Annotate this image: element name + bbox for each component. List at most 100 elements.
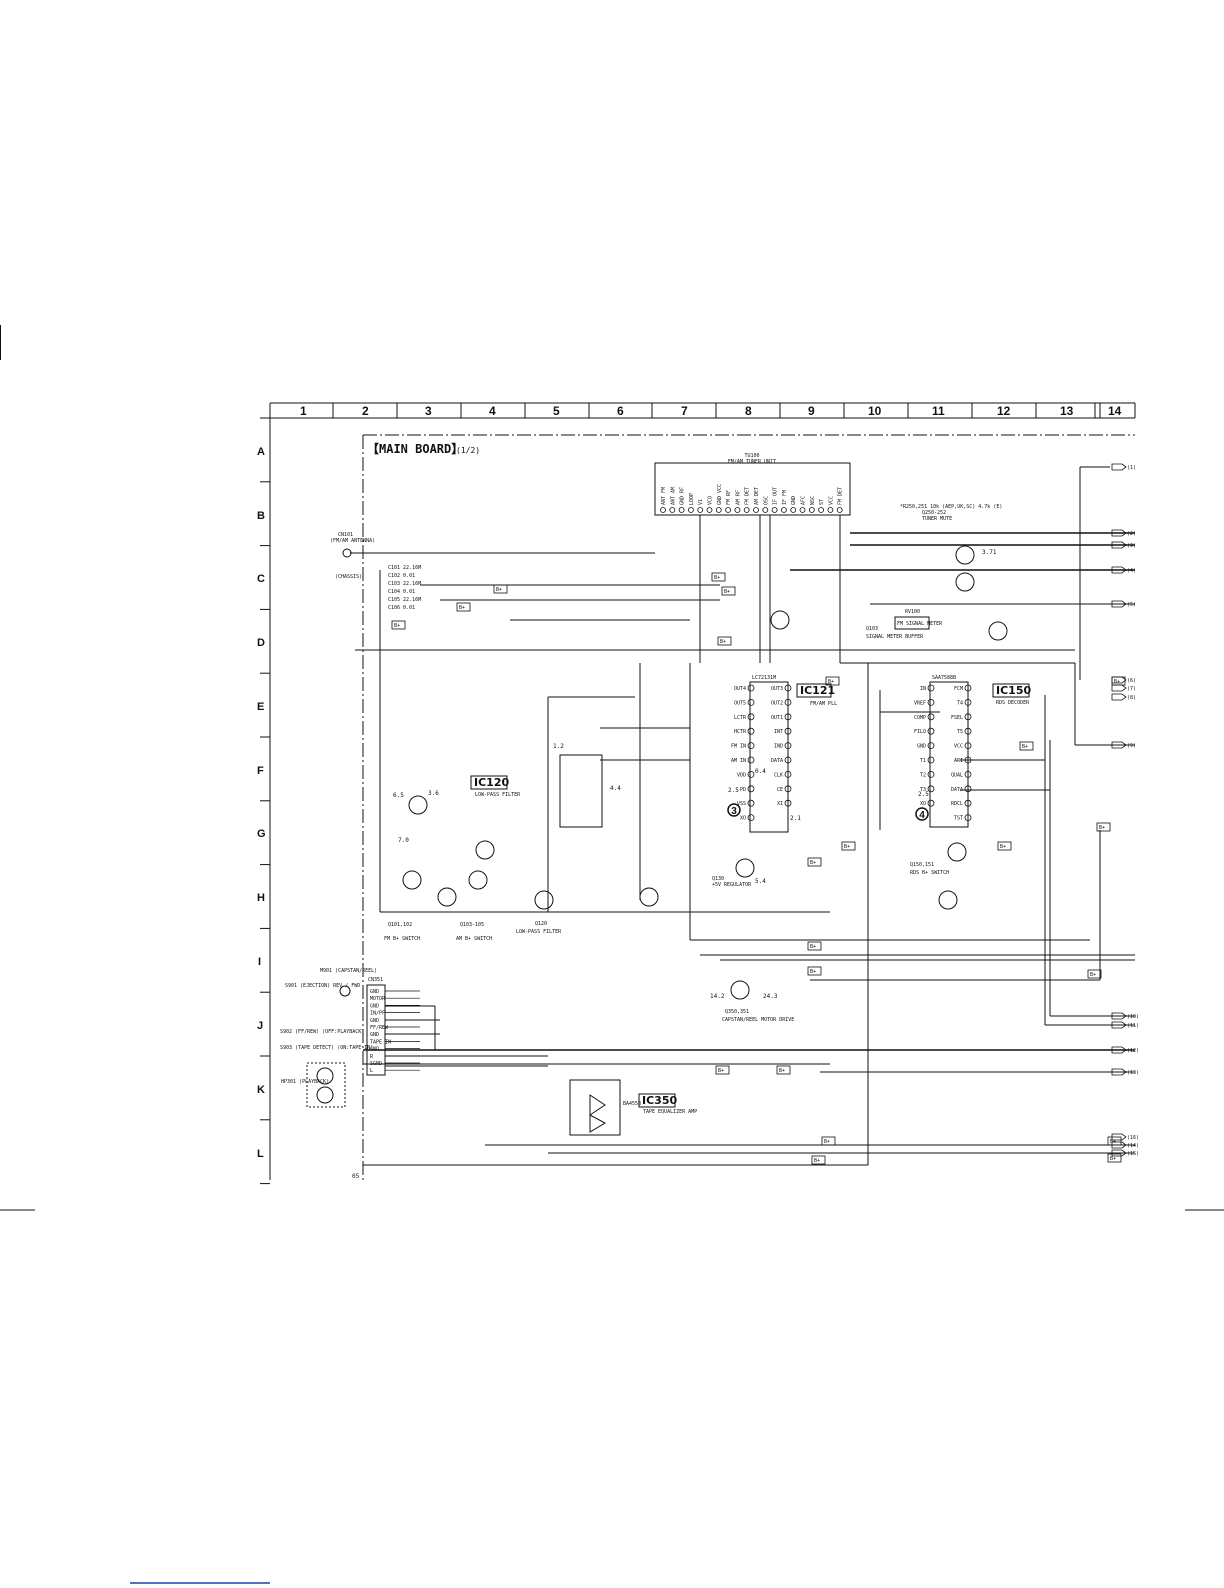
- offpage-arrow-icon: [1111, 1149, 1127, 1157]
- rv100: RV100 FM SIGNAL METER: [894, 609, 943, 630]
- tuner-pin: [697, 507, 704, 513]
- connector-pin-label: GND: [370, 989, 379, 995]
- col-3: 3: [425, 404, 432, 418]
- tuner-pin-label: VCC: [828, 496, 834, 505]
- ic-pin: [927, 742, 935, 749]
- svg-text:4: 4: [919, 810, 925, 821]
- col-12: 12: [997, 404, 1011, 418]
- tuner-pin: [790, 507, 797, 513]
- bplus-tag: B+: [825, 676, 840, 686]
- q103-ref: Q103-105: [460, 922, 484, 928]
- q103b-ref: Q103: [866, 626, 878, 632]
- svg-text:B+: B+: [1099, 825, 1105, 831]
- offpage-arrow-icon: [1111, 1046, 1127, 1054]
- bplus-tag: B+: [493, 584, 508, 594]
- ic-pin: [784, 742, 792, 749]
- offpage-arrow-icon: [1111, 1021, 1127, 1029]
- row-ticks: [260, 417, 270, 1185]
- offpage-ref-label: (9): [1127, 743, 1136, 749]
- ic-pin-label: VSS: [737, 801, 746, 807]
- svg-text:B+: B+: [1090, 972, 1096, 978]
- ic-pin: [747, 684, 755, 692]
- rv100-ref: RV100: [905, 609, 920, 615]
- ic150-part: SAA7588B: [932, 675, 956, 681]
- head-box: [306, 1062, 346, 1108]
- tuner-pin-label: AM RF: [735, 490, 741, 505]
- ic-pin: [747, 699, 755, 706]
- ic120: IC120 LOW-PASS FILTER: [470, 754, 603, 828]
- antenna-chassis: (CHASSIS): [335, 574, 362, 580]
- bplus-tag: B+: [717, 636, 732, 646]
- ic-pin: [784, 785, 792, 793]
- offpage-ref-label: (13): [1127, 1070, 1139, 1076]
- ic-pin: [964, 814, 972, 821]
- q120-desc: LOW-PASS FILTER: [516, 929, 562, 935]
- ic-pin-label: IND: [774, 744, 783, 750]
- ic-pin-label: TST: [954, 816, 963, 822]
- ic-pin: [964, 742, 972, 749]
- ic121-desc: FM/AM PLL: [810, 701, 837, 707]
- board-page: (1/2): [456, 446, 480, 455]
- marker-4: 4: [915, 807, 929, 821]
- ic-pin-label: PD: [740, 787, 746, 793]
- row-D: D: [257, 637, 265, 649]
- connector-pin-label: L: [370, 1068, 373, 1074]
- ic-pin-label: VCC: [954, 744, 963, 750]
- tuner-pin-label: ANT FM: [661, 487, 667, 505]
- transistor-icon: [534, 890, 554, 910]
- q120-ref: Q120: [535, 921, 547, 927]
- offpage-ref-label: (3): [1127, 543, 1136, 549]
- ic-pin: [927, 684, 935, 692]
- tuner-pin: [743, 507, 750, 513]
- ic120-ref: IC120: [474, 776, 509, 789]
- ic-pin: [927, 785, 935, 793]
- offpage-ref-label: (15): [1127, 1151, 1139, 1157]
- bplus-tag: B+: [807, 857, 822, 867]
- tuner-pin-label: LOOP: [689, 493, 695, 505]
- offpage-arrow-icon: [1111, 1133, 1127, 1141]
- offpage-ref-label: (16): [1127, 1135, 1139, 1141]
- bplus-tag: B+: [1019, 741, 1034, 751]
- ic-pin-label: IN: [920, 686, 926, 692]
- col-1: 1: [300, 404, 307, 418]
- antenna-ref: CN101: [338, 532, 353, 538]
- connector-pin-label: R: [370, 1054, 374, 1060]
- tuner-pin: [762, 507, 769, 513]
- switch-s902: S902 (FF/REW) (OFF:PLAYBACK): [280, 1029, 364, 1035]
- right-references: (1)(2)(3)(4)(5)(6)(7)(8)(9)(10)(11)(12)(…: [1111, 463, 1139, 1157]
- voltage-label: 0.4: [755, 768, 766, 775]
- q103-desc: AM B+ SWITCH: [456, 936, 492, 942]
- svg-text:B+: B+: [810, 860, 816, 866]
- connector-pin-label: TAPE IN: [370, 1039, 391, 1045]
- ic-pin: [927, 713, 935, 721]
- ic-pin-label: VREF: [914, 700, 926, 706]
- voltage-label: 3.71: [982, 549, 997, 556]
- ic120-desc: LOW-PASS FILTER: [475, 792, 521, 798]
- q130-ref: Q130: [712, 876, 724, 882]
- row-H: H: [257, 892, 265, 904]
- transistor-icon: [988, 621, 1008, 641]
- tuner-pin-label: GND VCC: [717, 484, 723, 505]
- connector-pin-label: MOTOR: [370, 996, 386, 1002]
- switch-s903: S903 (TAPE DETECT) (ON:TAPE IN): [280, 1045, 373, 1051]
- transistor-icon: [955, 545, 975, 565]
- bplus-tag: B+: [1107, 1153, 1122, 1163]
- q103b-desc: SIGNAL METER BUFFER: [866, 634, 924, 640]
- svg-text:B+: B+: [810, 969, 816, 975]
- ic-pin: [747, 756, 755, 764]
- voltage-label: 24.3: [763, 993, 778, 1000]
- tuner-pin-label: AFC: [801, 496, 807, 505]
- tuner-pin: [715, 507, 722, 513]
- ic-pin: [747, 814, 755, 821]
- voltage-label: 3.6: [428, 790, 439, 797]
- rv100-desc: FM SIGNAL METER: [897, 621, 943, 627]
- tuner-desc: FM/AM TUNER UNIT: [728, 459, 776, 465]
- transistor-icon: [639, 887, 659, 907]
- ic-pin: [747, 742, 755, 749]
- col-8: 8: [745, 404, 752, 418]
- wiring: [350, 466, 1135, 1166]
- connector-pin-label: GND: [370, 1047, 379, 1053]
- bplus-tag: B+: [711, 572, 726, 582]
- ic-pin: [964, 713, 972, 721]
